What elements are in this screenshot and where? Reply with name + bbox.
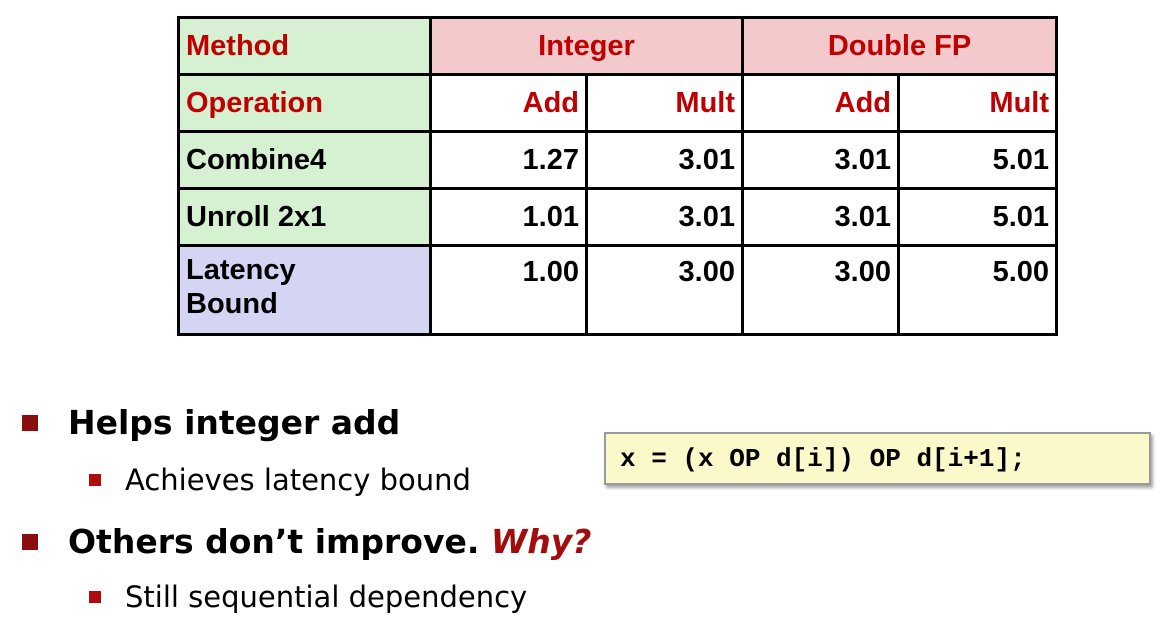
table-row: Unroll 2x1 1.01 3.01 3.01 5.01 bbox=[177, 187, 1059, 247]
bullet-helps-integer-add: Helps integer add bbox=[22, 403, 400, 442]
table-header-row-operation: Operation Add Mult Add Mult bbox=[177, 73, 1059, 133]
op-header-fp-mult: Mult bbox=[896, 73, 1059, 133]
row-label: Unroll 2x1 bbox=[177, 187, 432, 247]
method-header: Method bbox=[177, 16, 432, 76]
square-bullet-icon bbox=[89, 591, 101, 603]
row-label: Combine4 bbox=[177, 130, 432, 190]
code-snippet: x = (x OP d[i]) OP d[i+1]; bbox=[604, 432, 1151, 485]
square-bullet-icon bbox=[89, 474, 101, 486]
table-cell: 5.01 bbox=[896, 187, 1059, 247]
row-label-line1: Latency bbox=[186, 254, 296, 286]
row-label-line2: Bound bbox=[186, 288, 278, 320]
bullet-text: Achieves latency bound bbox=[125, 463, 471, 497]
performance-table: Method Integer Double FP Operation Add M… bbox=[177, 16, 1059, 336]
table-cell: 5.00 bbox=[896, 244, 1059, 336]
sub-bullet-sequential-dependency: Still sequential dependency bbox=[89, 580, 527, 614]
square-bullet-icon bbox=[22, 533, 38, 550]
op-header-int-add: Add bbox=[429, 73, 588, 133]
operation-header: Operation bbox=[177, 73, 432, 133]
bullet-others-dont-improve: Others don’t improve. Why? bbox=[22, 522, 591, 561]
row-label-latency-bound: Latency Bound bbox=[177, 244, 432, 336]
table-cell: 1.00 bbox=[429, 244, 588, 336]
square-bullet-icon bbox=[22, 414, 38, 431]
table-row-latency-bound: Latency Bound 1.00 3.00 3.00 5.00 bbox=[177, 244, 1059, 336]
why-emphasis: Why? bbox=[490, 522, 592, 561]
table-cell: 3.01 bbox=[585, 130, 744, 190]
table-cell: 5.01 bbox=[896, 130, 1059, 190]
op-header-fp-add: Add bbox=[741, 73, 900, 133]
bullet-text: Others don’t improve. bbox=[68, 522, 491, 561]
integer-header: Integer bbox=[429, 16, 744, 76]
op-header-int-mult: Mult bbox=[585, 73, 744, 133]
double-fp-header: Double FP bbox=[740, 16, 1059, 76]
sub-bullet-latency-bound: Achieves latency bound bbox=[89, 463, 471, 497]
bullet-text: Still sequential dependency bbox=[125, 580, 528, 614]
bullet-text: Helps integer add bbox=[68, 403, 401, 442]
table-cell: 3.00 bbox=[585, 244, 744, 336]
table-cell: 3.01 bbox=[741, 130, 900, 190]
table-cell: 1.01 bbox=[429, 187, 588, 247]
table-header-row-method: Method Integer Double FP bbox=[177, 16, 1059, 76]
table-row: Combine4 1.27 3.01 3.01 5.01 bbox=[177, 130, 1059, 190]
table-cell: 1.27 bbox=[429, 130, 588, 190]
table-cell: 3.00 bbox=[741, 244, 900, 336]
table-cell: 3.01 bbox=[741, 187, 900, 247]
table-cell: 3.01 bbox=[585, 187, 744, 247]
